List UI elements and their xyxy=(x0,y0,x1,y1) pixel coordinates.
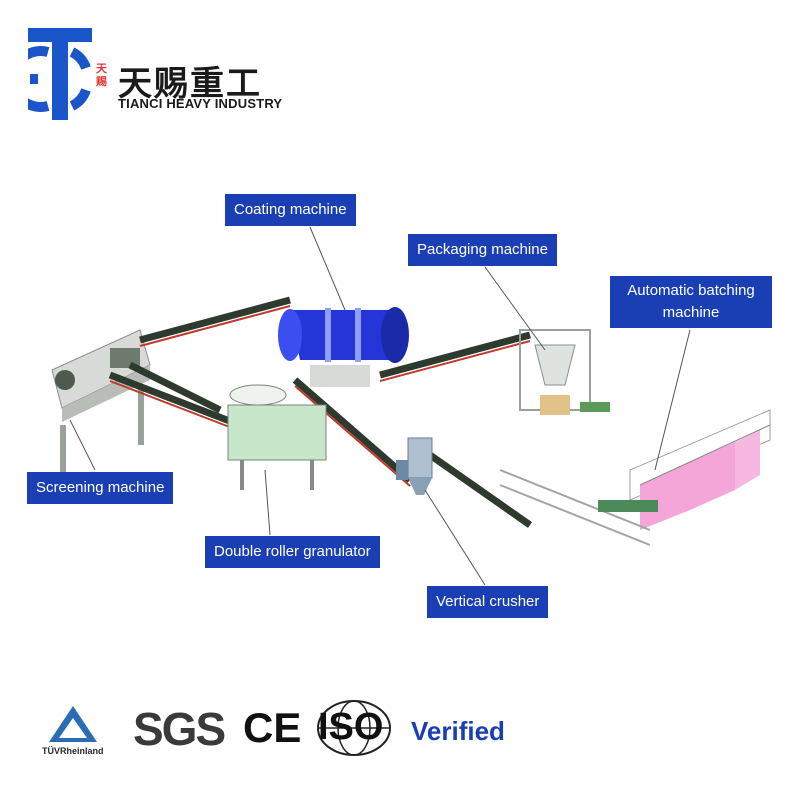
iso-globe-icon xyxy=(317,700,391,756)
coating-drum-drawing xyxy=(278,307,409,387)
production-line-illustration xyxy=(51,226,771,586)
certifications-row: TÜVRheinland SGS CE ISO Verified xyxy=(0,690,800,770)
granulator-drawing xyxy=(227,384,327,490)
verified-logo: Verified xyxy=(411,716,505,746)
tianci-logo-icon xyxy=(28,28,92,120)
iso-logo: ISO xyxy=(318,706,384,748)
label-vertical-crusher: Vertical crusher xyxy=(427,586,549,618)
brand-small-chinese: 天赐 xyxy=(96,62,107,88)
tuv-text: TÜVRheinland xyxy=(42,746,104,756)
brand-chinese-name: 天赐重工 xyxy=(118,64,262,104)
conveyor-belts xyxy=(108,296,533,528)
packaging-machine-drawing xyxy=(519,329,610,415)
label-packaging-machine: Packaging machine xyxy=(408,234,557,266)
label-screening-machine: Screening machine xyxy=(27,472,174,504)
batching-machine-drawing xyxy=(499,409,771,546)
crusher-drawing xyxy=(396,437,433,495)
pointer-lines xyxy=(69,226,691,586)
sgs-logo: SGS xyxy=(133,703,226,755)
tuv-triangle-icon xyxy=(49,706,97,742)
label-batching-machine: Automatic batching machine xyxy=(610,276,772,328)
screening-machine-drawing xyxy=(51,329,151,475)
ce-logo: CE xyxy=(243,704,302,751)
label-granulator: Double roller granulator xyxy=(205,536,380,568)
brand-english-name: TIANCI HEAVY INDUSTRY xyxy=(118,96,283,111)
label-coating-machine: Coating machine xyxy=(225,194,356,226)
